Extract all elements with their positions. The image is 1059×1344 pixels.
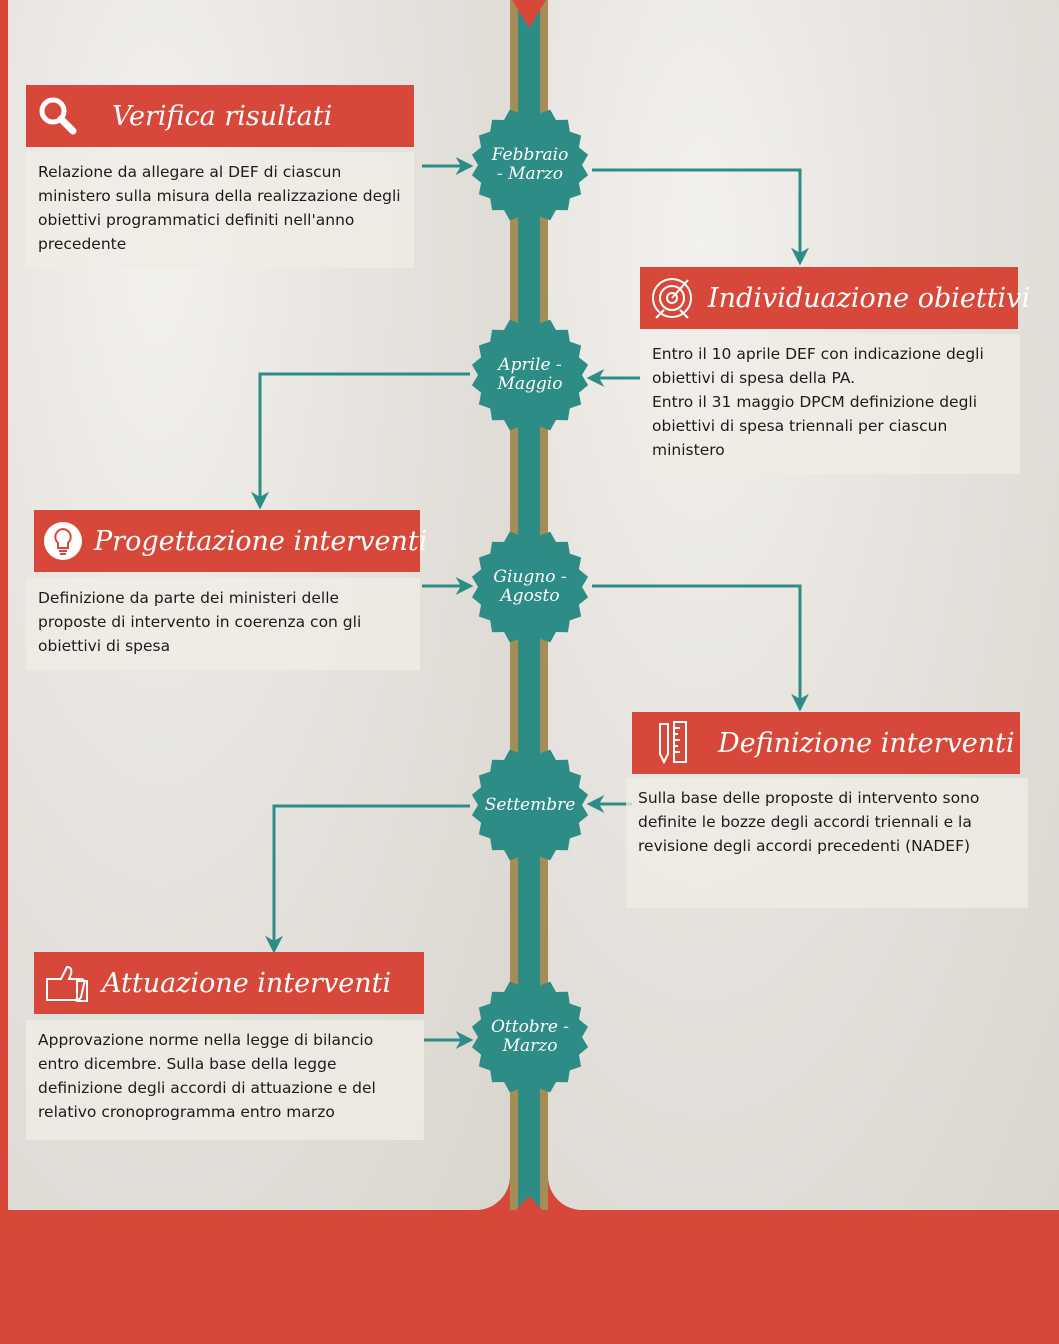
seal-shape xyxy=(471,528,589,646)
period-badge-5: Ottobre - Marzo xyxy=(470,977,590,1097)
title-attuazione-interventi: Attuazione interventi xyxy=(34,952,424,1014)
period-label: Aprile - Maggio xyxy=(497,355,563,394)
bottom-notch xyxy=(512,1196,546,1214)
period-label: Ottobre - Marzo xyxy=(490,1017,570,1056)
right-page xyxy=(548,0,1059,1210)
step-title: Verifica risultati xyxy=(112,100,333,132)
period-label: Giugno - Agosto xyxy=(493,567,567,606)
seal-shape xyxy=(471,746,589,864)
step-title: Attuazione interventi xyxy=(102,967,392,999)
pencil-ruler-icon xyxy=(632,712,712,774)
seal-shape xyxy=(471,106,589,224)
period-badge-1: Febbraio - Marzo xyxy=(470,105,590,225)
period-badge-3: Giugno - Agosto xyxy=(470,527,590,647)
title-verifica-risultati: Verifica risultati xyxy=(26,85,414,147)
description-individuazione-obiettivi: Entro il 10 aprile DEF con indicazione d… xyxy=(640,334,1020,474)
description-attuazione-interventi: Approvazione norme nella legge di bilanc… xyxy=(26,1020,424,1140)
magnifier-icon xyxy=(26,85,90,147)
description-verifica-risultati: Relazione da allegare al DEF di ciascun … xyxy=(26,152,414,268)
title-progettazione-interventi: Progettazione interventi xyxy=(34,510,427,572)
period-label: Febbraio - Marzo xyxy=(491,145,569,184)
top-notch xyxy=(512,0,546,28)
seal-shape xyxy=(471,316,589,434)
step-title: Individuazione obiettivi xyxy=(708,282,1031,314)
period-badge-2: Aprile - Maggio xyxy=(470,315,590,435)
period-label: Settembre xyxy=(484,794,576,815)
thumbs-up-icon xyxy=(34,952,98,1014)
step-title: Progettazione interventi xyxy=(94,525,428,557)
step-title: Definizione interventi xyxy=(718,727,1015,759)
seal-shape xyxy=(471,978,589,1096)
title-individuazione-obiettivi: Individuazione obiettivi xyxy=(640,267,1030,329)
title-definizione-interventi: Definizione interventi xyxy=(632,712,1020,774)
lightbulb-icon xyxy=(34,510,92,572)
target-icon xyxy=(640,267,704,329)
description-definizione-interventi: Sulla base delle proposte di intervento … xyxy=(626,778,1028,908)
period-badge-4: Settembre xyxy=(470,745,590,865)
description-progettazione-interventi: Definizione da parte dei ministeri delle… xyxy=(26,578,420,670)
